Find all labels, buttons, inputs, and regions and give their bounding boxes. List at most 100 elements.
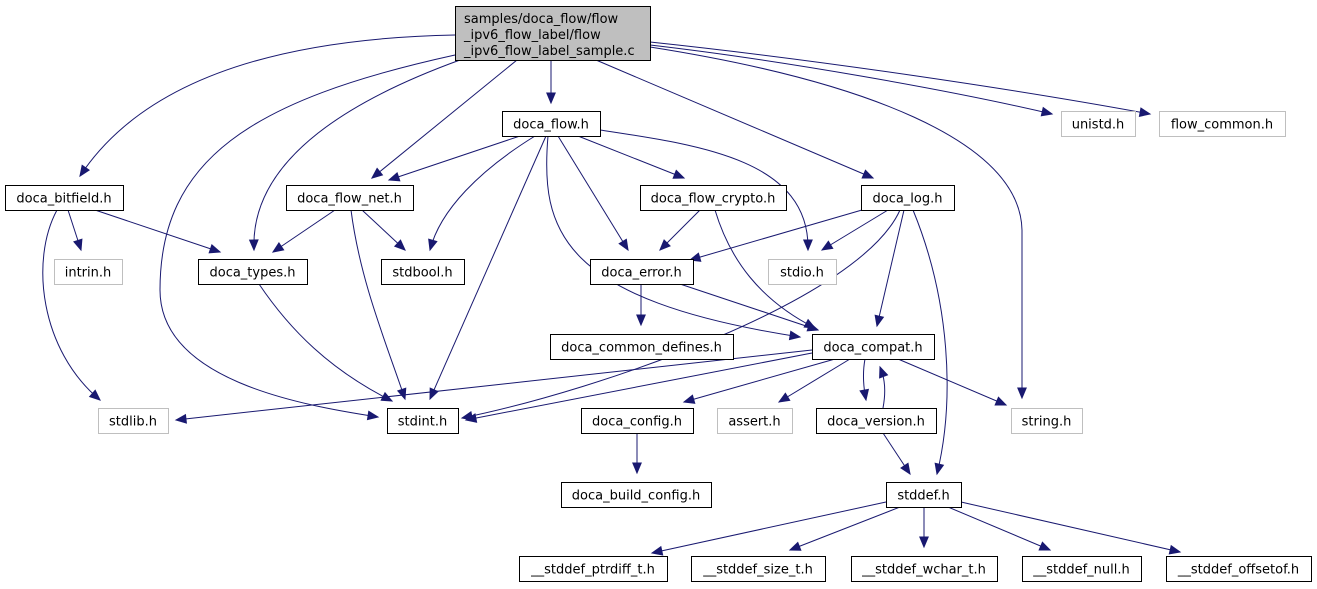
- node-doca-common-defines-h[interactable]: doca_common_defines.h: [550, 334, 734, 360]
- node-assert-h[interactable]: assert.h: [717, 408, 793, 434]
- edge-root-to-doca_log_h: [595, 59, 875, 179]
- node-box[interactable]: [198, 259, 308, 285]
- edge-line: [876, 209, 905, 327]
- node-box[interactable]: [381, 259, 465, 285]
- node-box[interactable]: [502, 111, 601, 137]
- edge-line: [778, 358, 851, 403]
- arrowhead-icon: [393, 239, 406, 251]
- node-stdio-h[interactable]: stdio.h: [768, 259, 837, 285]
- node-doca-flow-crypto-h[interactable]: doca_flow_crypto.h: [640, 185, 787, 211]
- node-box[interactable]: [1011, 408, 1083, 434]
- node-box[interactable]: [286, 185, 414, 211]
- node-doca-error-h[interactable]: doca_error.h: [590, 259, 694, 285]
- edge-line: [429, 135, 547, 400]
- node-stddef-wchar-t-h[interactable]: __stddef_wchar_t.h: [851, 556, 998, 582]
- node-doca-flow-net-h[interactable]: doca_flow_net.h: [286, 185, 414, 211]
- edge-line: [159, 54, 456, 418]
- arrowhead-icon: [79, 164, 90, 178]
- node-doca-types-h[interactable]: doca_types.h: [198, 259, 308, 285]
- edge-root-to-doca_flow_h: [546, 60, 556, 105]
- node-box[interactable]: [550, 334, 734, 360]
- edge-root-to-stdint_h: [159, 54, 456, 421]
- arrowhead-icon: [682, 394, 696, 404]
- node-label: flow_common.h: [1171, 118, 1273, 133]
- node-box[interactable]: [54, 259, 123, 285]
- edge-stddef_h-to-stddef_size_t_h: [788, 506, 901, 551]
- edge-doca_flow_h-to-stdio_h: [599, 129, 813, 252]
- node-label: __stddef_ptrdiff_t.h: [530, 563, 655, 578]
- node-doca-flow-h[interactable]: doca_flow.h: [502, 111, 601, 137]
- node-box[interactable]: [590, 259, 694, 285]
- edge-doca_log_h-to-stdio_h: [820, 209, 889, 251]
- node-box[interactable]: [1159, 111, 1286, 137]
- node-box[interactable]: [1166, 556, 1312, 582]
- arrowhead-icon: [271, 242, 285, 253]
- arrowhead-icon: [879, 365, 889, 379]
- edge-doca_flow_h-to-doca_compat_h: [546, 135, 802, 341]
- node-box[interactable]: [455, 6, 651, 61]
- node-stddef-null-h[interactable]: __stddef_null.h: [1022, 556, 1142, 582]
- node-label: doca_log.h: [872, 192, 942, 207]
- edge-doca_flow_net_h-to-doca_types_h: [271, 209, 336, 253]
- node-box[interactable]: [816, 408, 937, 434]
- node-label: _ipv6_flow_label/flow: [463, 28, 601, 43]
- node-box[interactable]: [768, 259, 837, 285]
- node-stdbool-h[interactable]: stdbool.h: [381, 259, 465, 285]
- edge-line: [595, 59, 874, 179]
- node-label: stddef.h: [897, 489, 949, 504]
- edge-doca_bitfield_h-to-intrin_h: [67, 209, 83, 252]
- node-doca-compat-h[interactable]: doca_compat.h: [812, 334, 935, 360]
- node-box[interactable]: [886, 482, 962, 508]
- arrowhead-icon: [248, 239, 259, 252]
- edge-line: [546, 135, 801, 338]
- node-box[interactable]: [717, 408, 793, 434]
- node-label: stdbool.h: [392, 266, 452, 281]
- node-doca-version-h[interactable]: doca_version.h: [816, 408, 937, 434]
- node-doca-bitfield-h[interactable]: doca_bitfield.h: [5, 185, 124, 211]
- edge-doca_bitfield_h-to-stdlib_h: [42, 209, 101, 401]
- arrowhead-icon: [861, 169, 875, 179]
- arrowhead-icon: [464, 413, 478, 423]
- node-box[interactable]: [98, 408, 169, 434]
- arrowhead-icon: [1017, 387, 1027, 400]
- arrowhead-icon: [806, 321, 820, 332]
- node-root[interactable]: samples/doca_flow/flow_ipv6_flow_label/f…: [455, 6, 651, 61]
- node-box[interactable]: [387, 408, 459, 434]
- node-box[interactable]: [861, 185, 955, 211]
- node-box[interactable]: [519, 556, 668, 582]
- node-box[interactable]: [851, 556, 998, 582]
- node-label: doca_flow_crypto.h: [651, 192, 776, 207]
- edge-line: [388, 135, 521, 181]
- node-label: __stddef_wchar_t.h: [861, 563, 986, 578]
- arrowhead-icon: [618, 238, 629, 252]
- node-stdint-h[interactable]: stdint.h: [387, 408, 459, 434]
- node-stdlib-h[interactable]: stdlib.h: [98, 408, 169, 434]
- edge-line: [683, 358, 836, 403]
- node-stddef-offsetof-h[interactable]: __stddef_offsetof.h: [1166, 556, 1312, 582]
- node-flow-common-h[interactable]: flow_common.h: [1159, 111, 1286, 137]
- arrowhead-icon: [428, 238, 438, 252]
- node-unistd-h[interactable]: unistd.h: [1061, 111, 1136, 137]
- node-box[interactable]: [812, 334, 935, 360]
- edge-root-to-flow_common_h: [649, 41, 1152, 117]
- node-stddef-ptrdiff-t-h[interactable]: __stddef_ptrdiff_t.h: [519, 556, 668, 582]
- edge-line: [175, 349, 813, 421]
- node-intrin-h[interactable]: intrin.h: [54, 259, 123, 285]
- node-stddef-h[interactable]: stddef.h: [886, 482, 962, 508]
- node-doca-log-h[interactable]: doca_log.h: [861, 185, 955, 211]
- node-box[interactable]: [561, 482, 712, 508]
- node-box[interactable]: [5, 185, 124, 211]
- node-label: __stddef_size_t.h: [702, 563, 813, 578]
- node-label: samples/doca_flow/flow: [464, 12, 619, 27]
- node-box[interactable]: [691, 556, 826, 582]
- node-string-h[interactable]: string.h: [1011, 408, 1083, 434]
- node-box[interactable]: [581, 408, 694, 434]
- node-doca-config-h[interactable]: doca_config.h: [581, 408, 694, 434]
- node-box[interactable]: [1061, 111, 1136, 137]
- node-doca-build-config-h[interactable]: doca_build_config.h: [561, 482, 712, 508]
- node-box[interactable]: [640, 185, 787, 211]
- node-stddef-size-t-h[interactable]: __stddef_size_t.h: [691, 556, 826, 582]
- node-label: doca_types.h: [209, 266, 295, 281]
- node-box[interactable]: [1022, 556, 1142, 582]
- node-label: doca_error.h: [601, 266, 681, 281]
